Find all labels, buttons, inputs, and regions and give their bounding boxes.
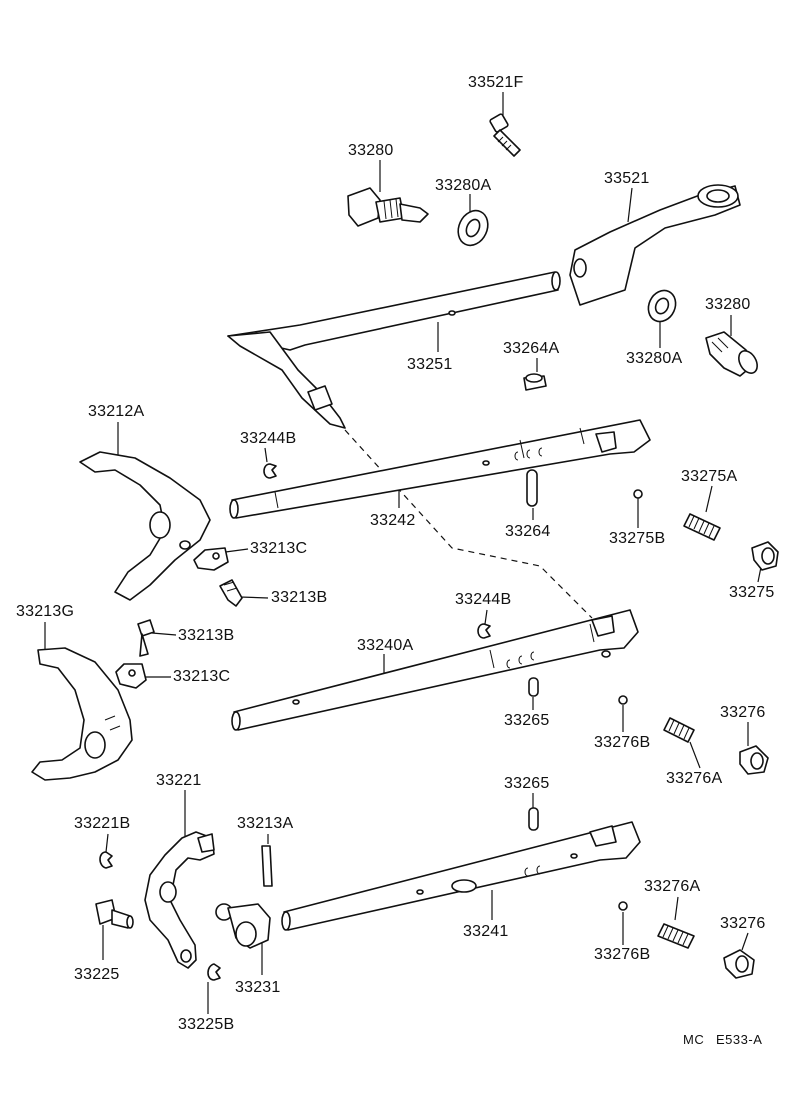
label-33231: 33231	[235, 979, 281, 996]
rod-33240a	[231, 609, 639, 731]
ball-33276b-mid	[618, 695, 628, 705]
label-33276-low: 33276	[720, 915, 766, 932]
clip-33225b	[207, 963, 221, 981]
clip-33244b-top	[263, 463, 277, 479]
label-33241: 33241	[463, 923, 509, 940]
label-33280A-top: 33280A	[435, 177, 492, 194]
plug-33264a	[523, 373, 547, 391]
diagram-code: E533-A	[716, 1032, 763, 1047]
plug-33280-right	[705, 331, 758, 377]
label-33213B-mid: 33213B	[178, 627, 235, 644]
label-33276A-mid: 33276A	[666, 770, 723, 787]
label-33280A-right: 33280A	[626, 350, 683, 367]
ball-33275b	[633, 489, 643, 499]
label-33275: 33275	[729, 584, 775, 601]
spring-33276a-mid	[663, 717, 695, 743]
plug-33275	[751, 541, 779, 571]
leader-lines	[44, 92, 763, 1014]
label-33242: 33242	[370, 512, 416, 529]
label-33264A: 33264A	[503, 340, 560, 357]
pin-33265-mid	[528, 677, 539, 697]
label-33240A: 33240A	[357, 637, 414, 654]
lever-33521	[569, 184, 741, 306]
spring-33275a	[683, 513, 721, 541]
ball-33276b-low	[618, 901, 628, 911]
rod-33241	[281, 821, 641, 931]
block-33213c-top	[193, 547, 229, 571]
fork-33212a	[79, 451, 211, 601]
label-33244B-top: 33244B	[240, 430, 297, 447]
label-33265-mid: 33265	[504, 712, 550, 729]
pin-33264	[526, 469, 538, 507]
spring-33276a-low	[657, 923, 695, 949]
plug-33280-top	[347, 187, 429, 227]
label-33276B-low: 33276B	[594, 946, 651, 963]
shifter-33225	[95, 899, 134, 929]
label-33244B-mid: 33244B	[455, 591, 512, 608]
label-33280-right: 33280	[705, 296, 751, 313]
diagram-code-prefix: MC	[683, 1032, 705, 1047]
block-33213c-mid	[115, 663, 147, 689]
screw-33213b-top	[219, 579, 243, 607]
head-33231	[215, 903, 271, 949]
label-33276A-low: 33276A	[644, 878, 701, 895]
plug-33276-mid	[739, 745, 769, 775]
label-33276B-mid: 33276B	[594, 734, 651, 751]
label-33213G: 33213G	[16, 603, 75, 620]
label-33275B: 33275B	[609, 530, 666, 547]
label-33212A: 33212A	[88, 403, 145, 420]
label-33221: 33221	[156, 772, 202, 789]
rod-33242	[229, 419, 651, 519]
label-33264: 33264	[505, 523, 551, 540]
washer-33280a-right	[647, 289, 677, 323]
fork-33213g	[31, 647, 133, 781]
pin-33265-low	[528, 807, 539, 831]
clip-33221b	[99, 851, 113, 869]
label-33221B: 33221B	[74, 815, 131, 832]
label-33225: 33225	[74, 966, 120, 983]
label-33521: 33521	[604, 170, 650, 187]
label-33280-top: 33280	[348, 142, 394, 159]
label-33251: 33251	[407, 356, 453, 373]
label-33225B: 33225B	[178, 1016, 235, 1033]
pin-33213a	[261, 845, 273, 887]
label-33213B-top: 33213B	[271, 589, 328, 606]
plug-33276-low	[723, 949, 755, 979]
washer-33280a-top	[457, 209, 489, 247]
lever-33221	[144, 831, 215, 969]
label-33521F: 33521F	[468, 74, 524, 91]
clip-33244b-mid	[477, 623, 491, 639]
shaft-33251	[227, 271, 561, 429]
label-33275A: 33275A	[681, 468, 738, 485]
label-33276-mid: 33276	[720, 704, 766, 721]
label-33213A: 33213A	[237, 815, 294, 832]
label-33213C-top: 33213C	[250, 540, 308, 557]
bolt-33521f	[489, 113, 521, 157]
label-33213C-mid: 33213C	[173, 668, 231, 685]
label-33265-low: 33265	[504, 775, 550, 792]
screw-33213b-mid	[137, 619, 155, 657]
